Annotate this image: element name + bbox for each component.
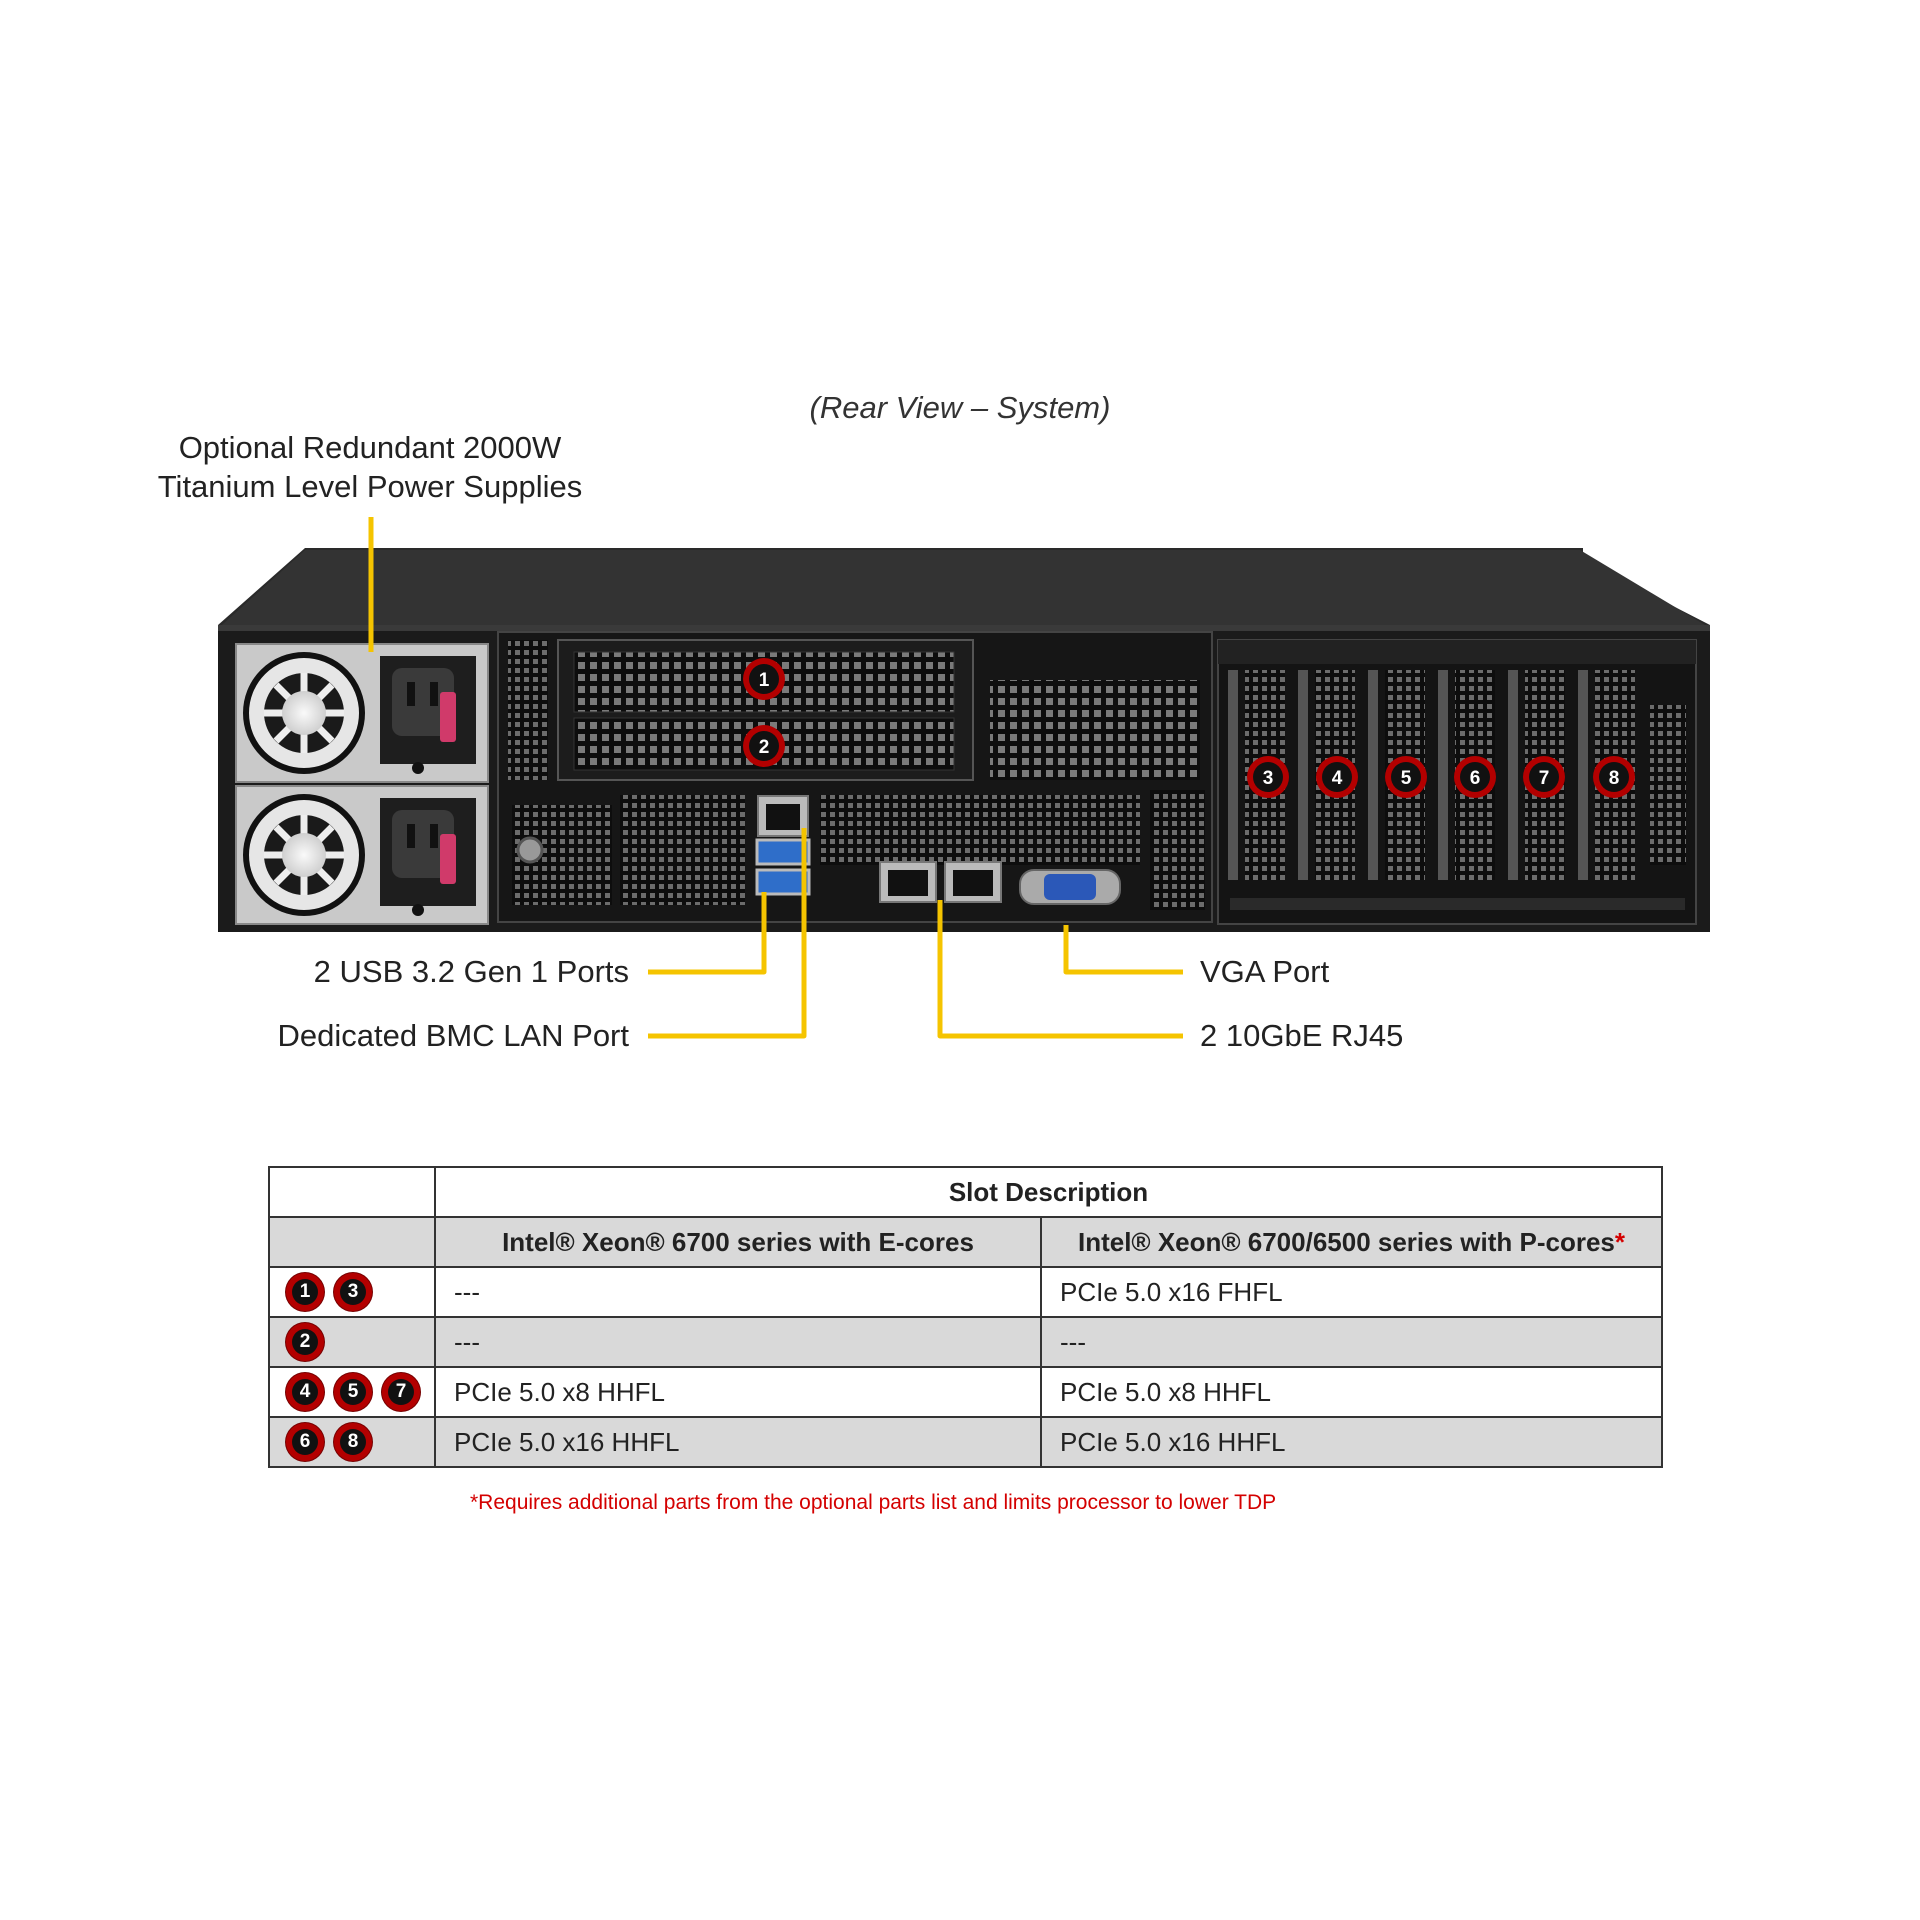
slot-badge-label: 1 [292,1279,318,1305]
lan-ports-10gbe [879,861,1002,903]
slot-badge: 6 [286,1423,324,1461]
p-cores-cell: PCIe 5.0 x8 HHFL [1040,1366,1663,1418]
usb-callout-label: 2 USB 3.2 Gen 1 Ports [313,954,629,989]
slot-badge-label: 2 [292,1329,318,1355]
psu-module-top [235,643,489,783]
psu-callout-line1: Optional Redundant 2000W [178,430,562,465]
col-e-cores-header: Intel® Xeon® 6700 series with E-cores [434,1216,1042,1268]
lan-callout-label: 2 10GbE RJ45 [1200,1018,1404,1053]
e-cores-cell: PCIe 5.0 x16 HHFL [434,1416,1042,1468]
slot-badge: 3 [334,1273,372,1311]
marker-6: 6 [1454,756,1496,798]
marker-3: 3 [1247,756,1289,798]
col-p-cores-header: Intel® Xeon® 6700/6500 series with P-cor… [1040,1216,1663,1268]
slot-badge-label: 4 [292,1379,318,1405]
slot-badge: 1 [286,1273,324,1311]
e-cores-cell: PCIe 5.0 x8 HHFL [434,1366,1042,1418]
bmc-lan-port [757,795,809,837]
marker-7: 7 [1523,756,1565,798]
slot-badge-label: 8 [340,1429,366,1455]
vga-callout-line [1063,925,1183,975]
callout-lines [368,517,1183,1039]
slot-badge: 4 [286,1373,324,1411]
marker-1: 1 [743,658,785,700]
col-p-cores-label: Intel® Xeon® 6700/6500 series with P-cor… [1077,1226,1615,1257]
marker-8: 8 [1593,756,1635,798]
slot-badges: 2 [268,1316,436,1368]
slot-badge: 8 [334,1423,372,1461]
slot-badge: 7 [382,1373,420,1411]
e-cores-cell: --- [434,1266,1042,1318]
slot-description-header: Slot Description [434,1166,1663,1218]
bmc-callout-line [648,828,807,1039]
header-empty-cell [268,1166,436,1218]
marker-4-label: 4 [1332,768,1343,789]
marker-2-label: 2 [759,737,770,758]
p-cores-cell: PCIe 5.0 x16 HHFL [1040,1416,1663,1468]
marker-5-label: 5 [1401,768,1412,789]
usb-ports [755,838,811,896]
table-row: 2 --- --- [268,1316,1663,1368]
psu-module-bottom [235,785,489,925]
p-cores-cell: PCIe 5.0 x16 FHFL [1040,1266,1663,1318]
marker-4: 4 [1316,756,1358,798]
footnote: *Requires additional parts from the opti… [470,1491,1277,1514]
table-header-row: Slot Description [268,1166,1663,1218]
slot-badge-label: 7 [388,1379,414,1405]
slot-description-table: Slot Description Intel® Xeon® 6700 serie… [268,1166,1663,1468]
slot-badge-label: 5 [340,1379,366,1405]
usb-callout-line [648,892,767,975]
vga-port [1019,869,1121,905]
psu-callout-line2: Titanium Level Power Supplies [157,469,583,504]
e-cores-cell: --- [434,1316,1042,1368]
marker-2: 2 [743,725,785,767]
marker-3-label: 3 [1263,768,1274,789]
vga-callout-label: VGA Port [1200,954,1330,989]
bmc-callout-label: Dedicated BMC LAN Port [277,1018,629,1053]
marker-6-label: 6 [1470,768,1481,789]
slot-badge-label: 6 [292,1429,318,1455]
marker-8-label: 8 [1609,768,1620,789]
table-subheader-row: Intel® Xeon® 6700 series with E-cores In… [268,1216,1663,1268]
slot-badge: 5 [334,1373,372,1411]
marker-5: 5 [1385,756,1427,798]
slot-badge: 2 [286,1323,324,1361]
psu-callout-label: Optional Redundant 2000W Titanium Level … [140,428,600,506]
lan-callout-line [937,900,1183,1039]
view-title: (Rear View – System) [809,390,1111,425]
slot-badge-label: 3 [340,1279,366,1305]
marker-1-label: 1 [759,670,770,691]
marker-7-label: 7 [1539,768,1550,789]
subheader-empty-cell [268,1216,436,1268]
footnote-marker: * [1614,1226,1626,1257]
p-cores-cell: --- [1040,1316,1663,1368]
